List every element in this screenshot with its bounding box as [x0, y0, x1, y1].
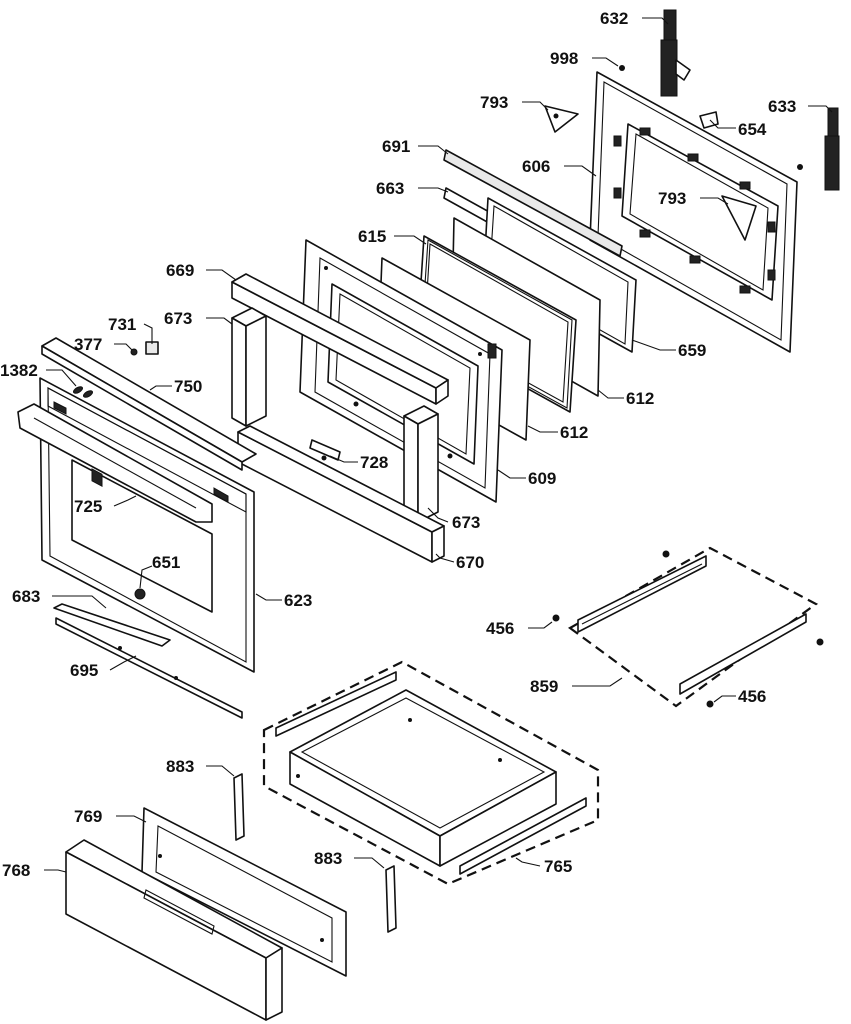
callout-673-upper: 673	[164, 309, 192, 328]
callout-632: 632	[600, 9, 628, 28]
callout-793-top: 793	[480, 93, 508, 112]
drawer-inner-panel-769	[141, 807, 347, 977]
callout-623: 623	[284, 591, 312, 610]
callout-725: 725	[74, 497, 102, 516]
callout-633: 633	[768, 97, 796, 116]
callout-651: 651	[152, 553, 180, 572]
strip-691	[443, 149, 623, 257]
screw-456-b	[706, 700, 714, 708]
hinge-left-632	[660, 9, 691, 97]
label-793-outer	[544, 105, 579, 133]
callout-670: 670	[456, 553, 484, 572]
trim-750	[41, 337, 257, 471]
hinge-right-633	[824, 107, 840, 191]
callout-883-lower: 883	[314, 849, 342, 868]
callout-998: 998	[550, 49, 578, 68]
callout-768: 768	[2, 861, 30, 880]
logo-651	[134, 588, 146, 600]
callout-695: 695	[70, 661, 98, 680]
leader-lines	[44, 17, 833, 873]
callout-612-back: 612	[626, 389, 654, 408]
callout-765: 765	[544, 857, 572, 876]
bracket-695	[55, 617, 243, 719]
callout-750: 750	[174, 377, 202, 396]
screw-998	[619, 65, 625, 71]
callout-612-front: 612	[560, 423, 588, 442]
callouts: 632 998 793 633 654 691 606 793 663 615 …	[0, 9, 796, 880]
callout-456-left: 456	[486, 619, 514, 638]
callout-663: 663	[376, 179, 404, 198]
callout-377: 377	[74, 335, 102, 354]
door-back-panel-606	[589, 71, 798, 353]
screws-1382	[72, 386, 94, 398]
callout-615: 615	[358, 227, 386, 246]
drawer-front-768	[65, 839, 283, 1021]
drawer-slide-assembly-859	[552, 546, 824, 708]
screw-small	[797, 164, 803, 170]
bracket-883-lower	[385, 865, 397, 933]
callout-769: 769	[74, 807, 102, 826]
callout-654: 654	[738, 120, 767, 139]
callout-731: 731	[108, 315, 136, 334]
callout-793-panel: 793	[658, 189, 686, 208]
callout-659: 659	[678, 341, 706, 360]
callout-691: 691	[382, 137, 410, 156]
channel-669	[231, 273, 449, 405]
bottom-channel-670	[237, 425, 445, 563]
handle-725	[17, 403, 213, 523]
callout-673-lower: 673	[452, 513, 480, 532]
screw-377	[130, 348, 138, 356]
callout-1382: 1382	[0, 361, 38, 380]
bracket-883-upper	[233, 773, 245, 841]
latch-728	[309, 439, 341, 461]
side-channel-673-right	[403, 405, 439, 523]
callout-683: 683	[12, 587, 40, 606]
side-channel-673-left	[231, 307, 267, 427]
callout-669: 669	[166, 261, 194, 280]
strip-683	[53, 603, 171, 647]
screw-456-a	[552, 614, 560, 622]
callout-728: 728	[360, 453, 388, 472]
drawer-box-765	[262, 660, 600, 886]
callout-456-right: 456	[738, 687, 766, 706]
callout-883-upper: 883	[166, 757, 194, 776]
callout-859: 859	[530, 677, 558, 696]
callout-606: 606	[522, 157, 550, 176]
callout-609: 609	[528, 469, 556, 488]
